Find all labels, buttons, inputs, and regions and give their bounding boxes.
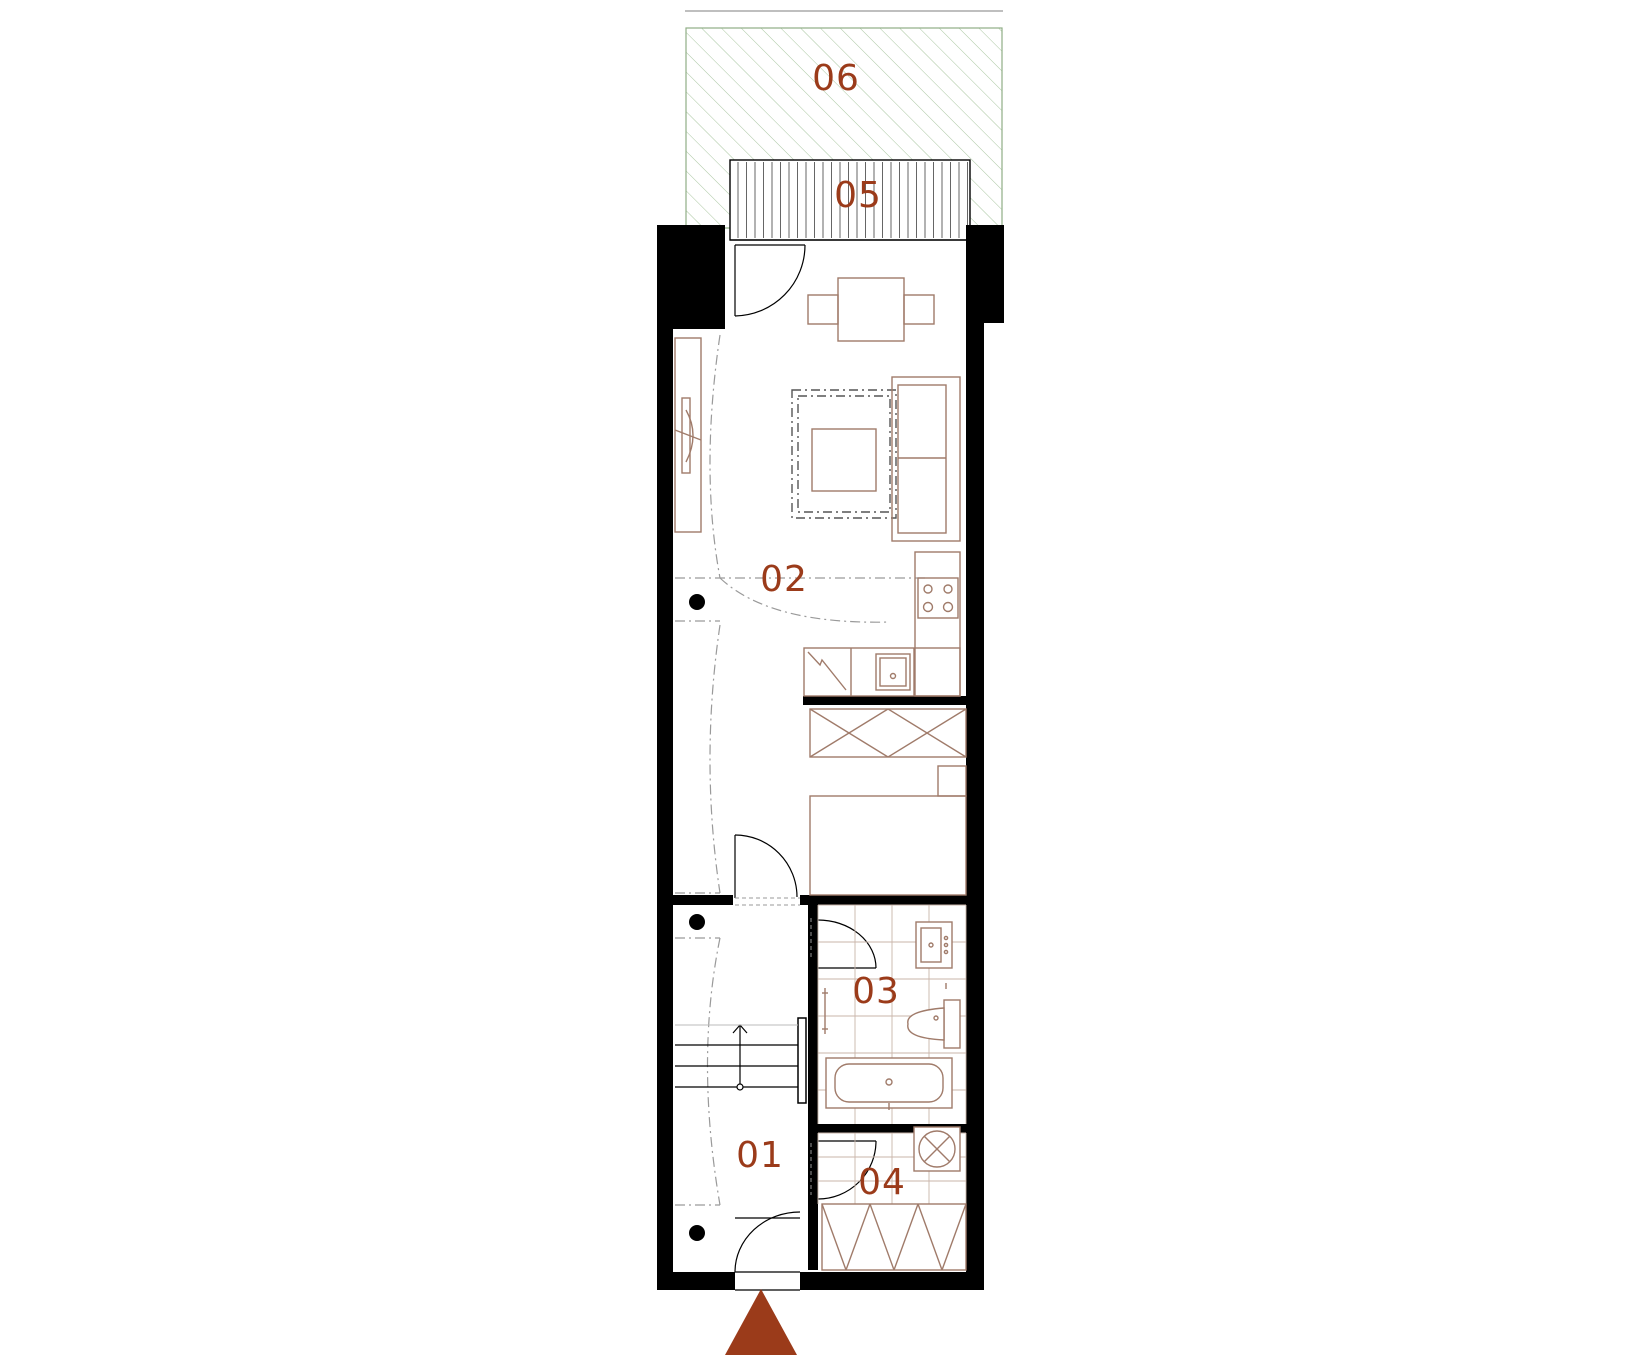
sink-icon: [875, 653, 911, 691]
room-label-01: 01: [736, 1135, 784, 1176]
stairs: [675, 1024, 798, 1091]
storage-room: [817, 1126, 967, 1271]
room-05-balcony: [729, 159, 971, 241]
wash-basin: [915, 921, 953, 969]
room-label-02: 02: [760, 559, 808, 600]
toilet-icon: [907, 983, 961, 1049]
bathroom: [817, 904, 967, 1124]
hob-icon: [922, 584, 954, 613]
dining-table: [807, 277, 935, 342]
doors: [734, 244, 877, 1291]
walls: [657, 225, 1004, 1290]
room-label-04: 04: [858, 1162, 906, 1203]
left-cabinet: [674, 337, 702, 533]
kitchen: [803, 551, 961, 697]
entrance-arrow-icon: [725, 1289, 797, 1355]
columns: [689, 594, 705, 1241]
room-label-06: 06: [812, 58, 860, 99]
room-label-03: 03: [852, 971, 900, 1012]
bathtub-icon: [825, 1057, 953, 1110]
boiler-icon: [913, 1126, 961, 1172]
room-label-05: 05: [834, 175, 882, 216]
living-area: [791, 376, 961, 542]
wardrobe: [809, 708, 967, 896]
